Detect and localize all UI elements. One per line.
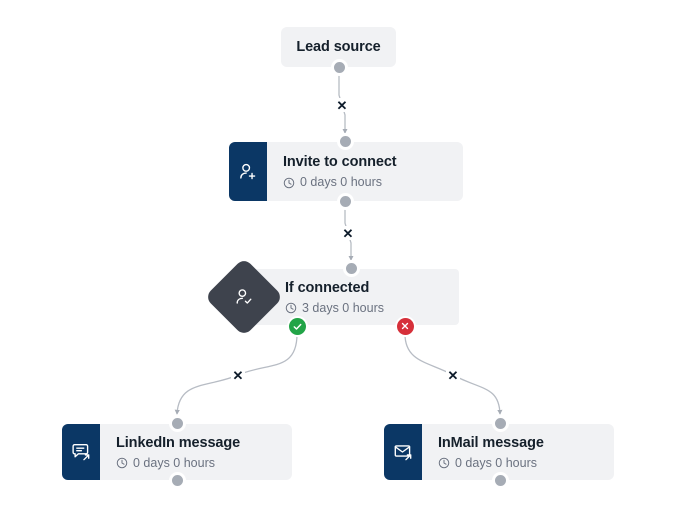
check-icon — [293, 323, 301, 330]
node-title: LinkedIn message — [116, 434, 241, 451]
node-body: InMail message 0 days 0 hours — [422, 424, 614, 480]
connector-dot-invite-in[interactable] — [336, 132, 354, 150]
node-title: Lead source — [296, 39, 381, 55]
node-title: If connected — [285, 279, 370, 296]
node-title: InMail message — [438, 434, 544, 451]
node-linkedin-message[interactable]: LinkedIn message 0 days 0 hours — [62, 424, 292, 480]
node-delay-label: 3 days 0 hours — [302, 300, 384, 315]
node-delay: 0 days 0 hours — [283, 175, 463, 190]
node-delay: 0 days 0 hours — [116, 456, 292, 471]
branch-badge-no[interactable] — [396, 317, 414, 335]
edge-remove-yes-to-linkedin[interactable]: ✕ — [231, 367, 245, 383]
mail-send-icon — [384, 424, 422, 480]
connector-dot-invite-out[interactable] — [336, 192, 354, 210]
condition-diamond[interactable] — [204, 257, 284, 337]
node-body: Invite to connect 0 days 0 hours — [267, 142, 463, 201]
cross-icon — [401, 322, 409, 330]
node-delay: 3 days 0 hours — [285, 301, 459, 316]
node-title: Invite to connect — [283, 154, 397, 170]
clock-icon — [438, 457, 450, 469]
connector-dot-linkedin-out[interactable] — [168, 471, 186, 489]
edge-remove-no-to-inmail[interactable]: ✕ — [446, 367, 460, 383]
edge-remove-invite-to-condition[interactable]: ✕ — [341, 225, 355, 241]
connector-dot-condition-in[interactable] — [342, 259, 360, 277]
node-body: If connected 3 days 0 hours — [243, 269, 459, 325]
edge-remove-lead-to-invite[interactable]: ✕ — [335, 97, 349, 113]
node-delay: 0 days 0 hours — [438, 456, 614, 471]
branch-badge-yes[interactable] — [288, 317, 306, 335]
connector-dot-inmail-in[interactable] — [491, 414, 509, 432]
clock-icon — [116, 457, 128, 469]
person-check-icon — [216, 269, 272, 325]
connector-dot-lead-source-out[interactable] — [330, 58, 348, 76]
node-delay-label: 0 days 0 hours — [300, 175, 382, 189]
connector-dot-inmail-out[interactable] — [491, 471, 509, 489]
node-delay-label: 0 days 0 hours — [455, 455, 537, 470]
connector-dot-linkedin-in[interactable] — [168, 414, 186, 432]
clock-icon — [285, 302, 297, 314]
person-plus-icon — [229, 142, 267, 201]
node-delay-label: 0 days 0 hours — [133, 455, 215, 470]
node-inmail-message[interactable]: InMail message 0 days 0 hours — [384, 424, 614, 480]
node-body: LinkedIn message 0 days 0 hours — [100, 424, 292, 480]
chat-send-icon — [62, 424, 100, 480]
node-invite-to-connect[interactable]: Invite to connect 0 days 0 hours — [229, 142, 463, 201]
clock-icon — [283, 177, 295, 189]
